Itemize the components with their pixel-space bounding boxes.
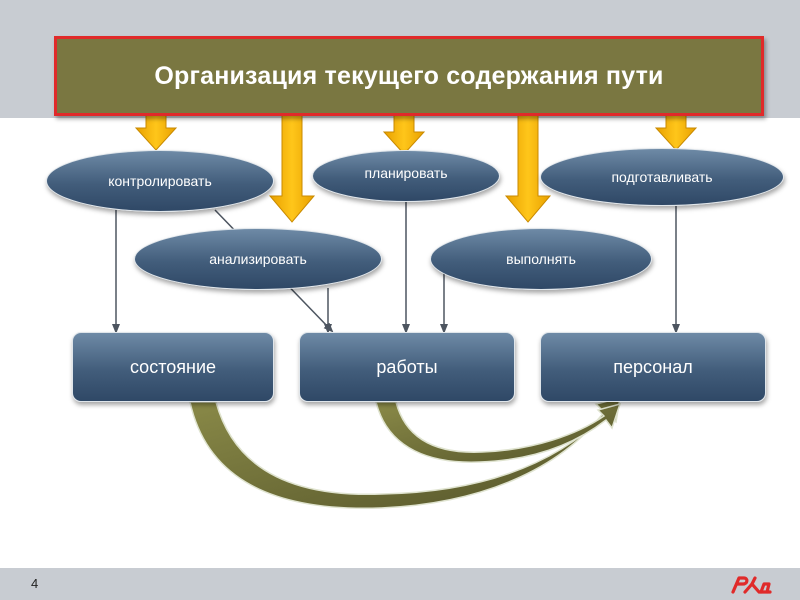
oval-analyze: анализировать [134,228,382,290]
curve-arrow-state-to-personnel [189,396,621,509]
box-works-label: работы [376,356,438,377]
yellow-arrow-to-execute [504,109,552,223]
page-number: 4 [31,576,39,591]
curve-arrow-works-to-personnel [375,401,622,463]
oval-prepare-label: подготавливать [611,169,713,185]
oval-execute-label: выполнять [506,251,576,267]
box-state-label: состояние [129,356,217,377]
oval-control: контролировать [46,150,274,212]
oval-prepare: подготавливать [540,148,784,206]
box-personnel: персонал [540,332,766,402]
oval-execute: выполнять [430,228,652,290]
yellow-arrow-to-analyze [268,109,316,223]
oval-plan: планировать [312,150,500,202]
box-works: работы [299,332,515,402]
title-banner: Организация текущего содержания пути [54,36,764,116]
rzd-logo-icon [731,576,772,594]
box-personnel-label: персонал [613,356,693,377]
slide-title: Организация текущего содержания пути [154,61,664,90]
oval-analyze-label: анализировать [209,251,307,267]
oval-control-label: контролировать [108,173,212,189]
box-state: состояние [72,332,274,402]
bottom-band [0,568,800,600]
oval-plan-label: планировать [364,165,448,181]
